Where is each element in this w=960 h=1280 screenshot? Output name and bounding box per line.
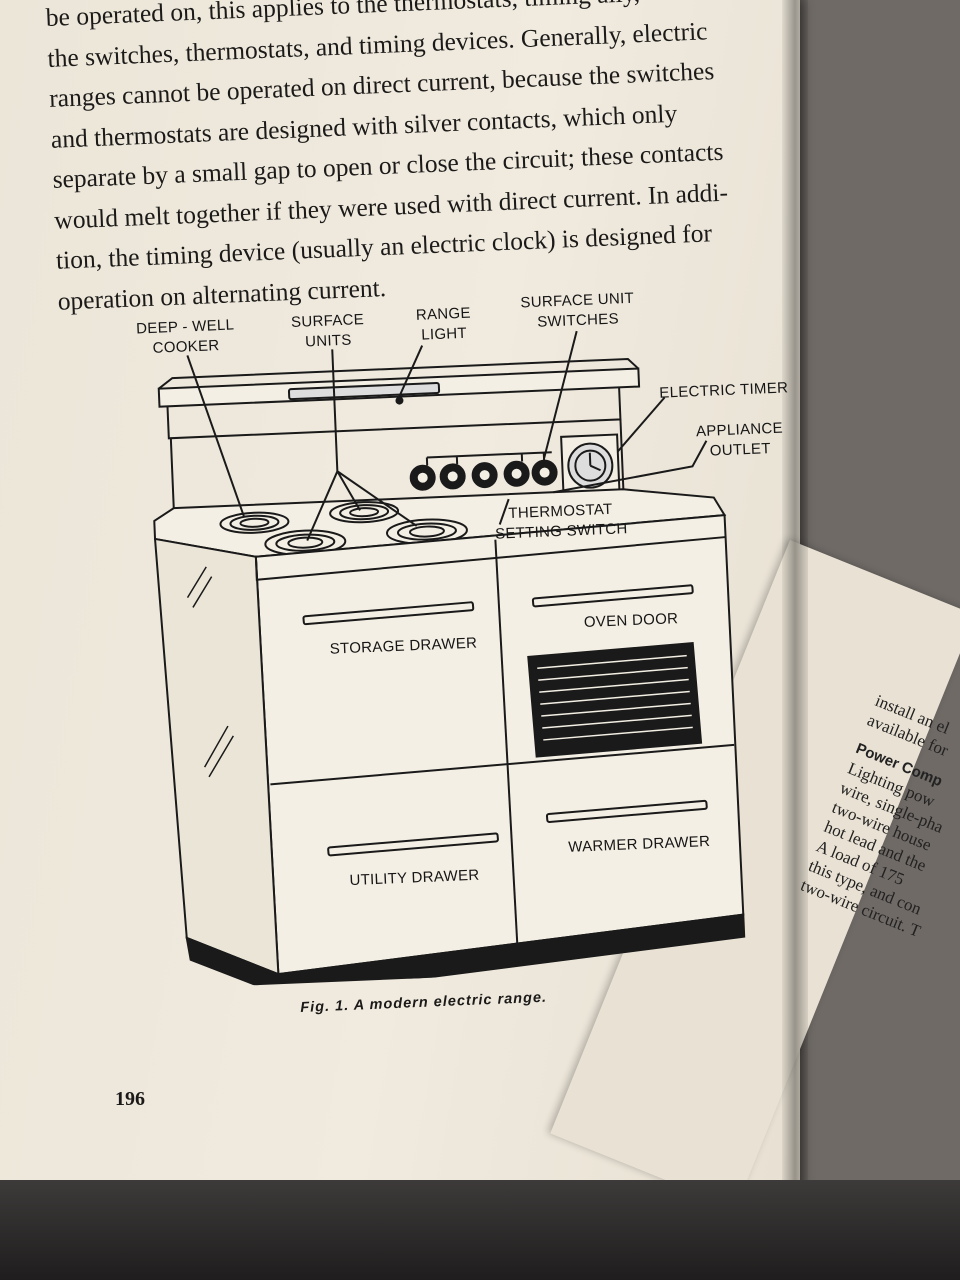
label-deep-well-cooker: DEEP - WELL COOKER xyxy=(136,315,236,359)
range-illustration xyxy=(153,330,746,990)
book-gutter xyxy=(782,0,808,1280)
background-cloth xyxy=(0,1180,960,1280)
label-line: SURFACE xyxy=(290,311,365,332)
label-line: LIGHT xyxy=(420,324,468,344)
label-oven-door: OVEN DOOR xyxy=(583,610,679,632)
page-number: 196 xyxy=(115,1088,145,1110)
label-line: DEEP - WELL xyxy=(135,316,235,338)
label-line: UNITS xyxy=(304,331,352,351)
label-surface-units: SURFACE UNITS xyxy=(291,310,366,353)
electric-range-figure: DEEP - WELL COOKER SURFACE UNITS RANGE L… xyxy=(125,272,813,990)
label-line: COOKER xyxy=(152,337,220,357)
label-line: OUTLET xyxy=(709,440,772,460)
label-surface-unit-switches: SURFACE UNIT SWITCHES xyxy=(520,289,635,334)
label-appliance-outlet: APPLIANCE OUTLET xyxy=(696,419,785,463)
label-thermostat-setting-switch: THERMOSTAT SETTING SWITCH xyxy=(494,499,628,545)
label-line: RANGE xyxy=(415,304,472,324)
label-range-light: RANGE LIGHT xyxy=(415,304,472,346)
